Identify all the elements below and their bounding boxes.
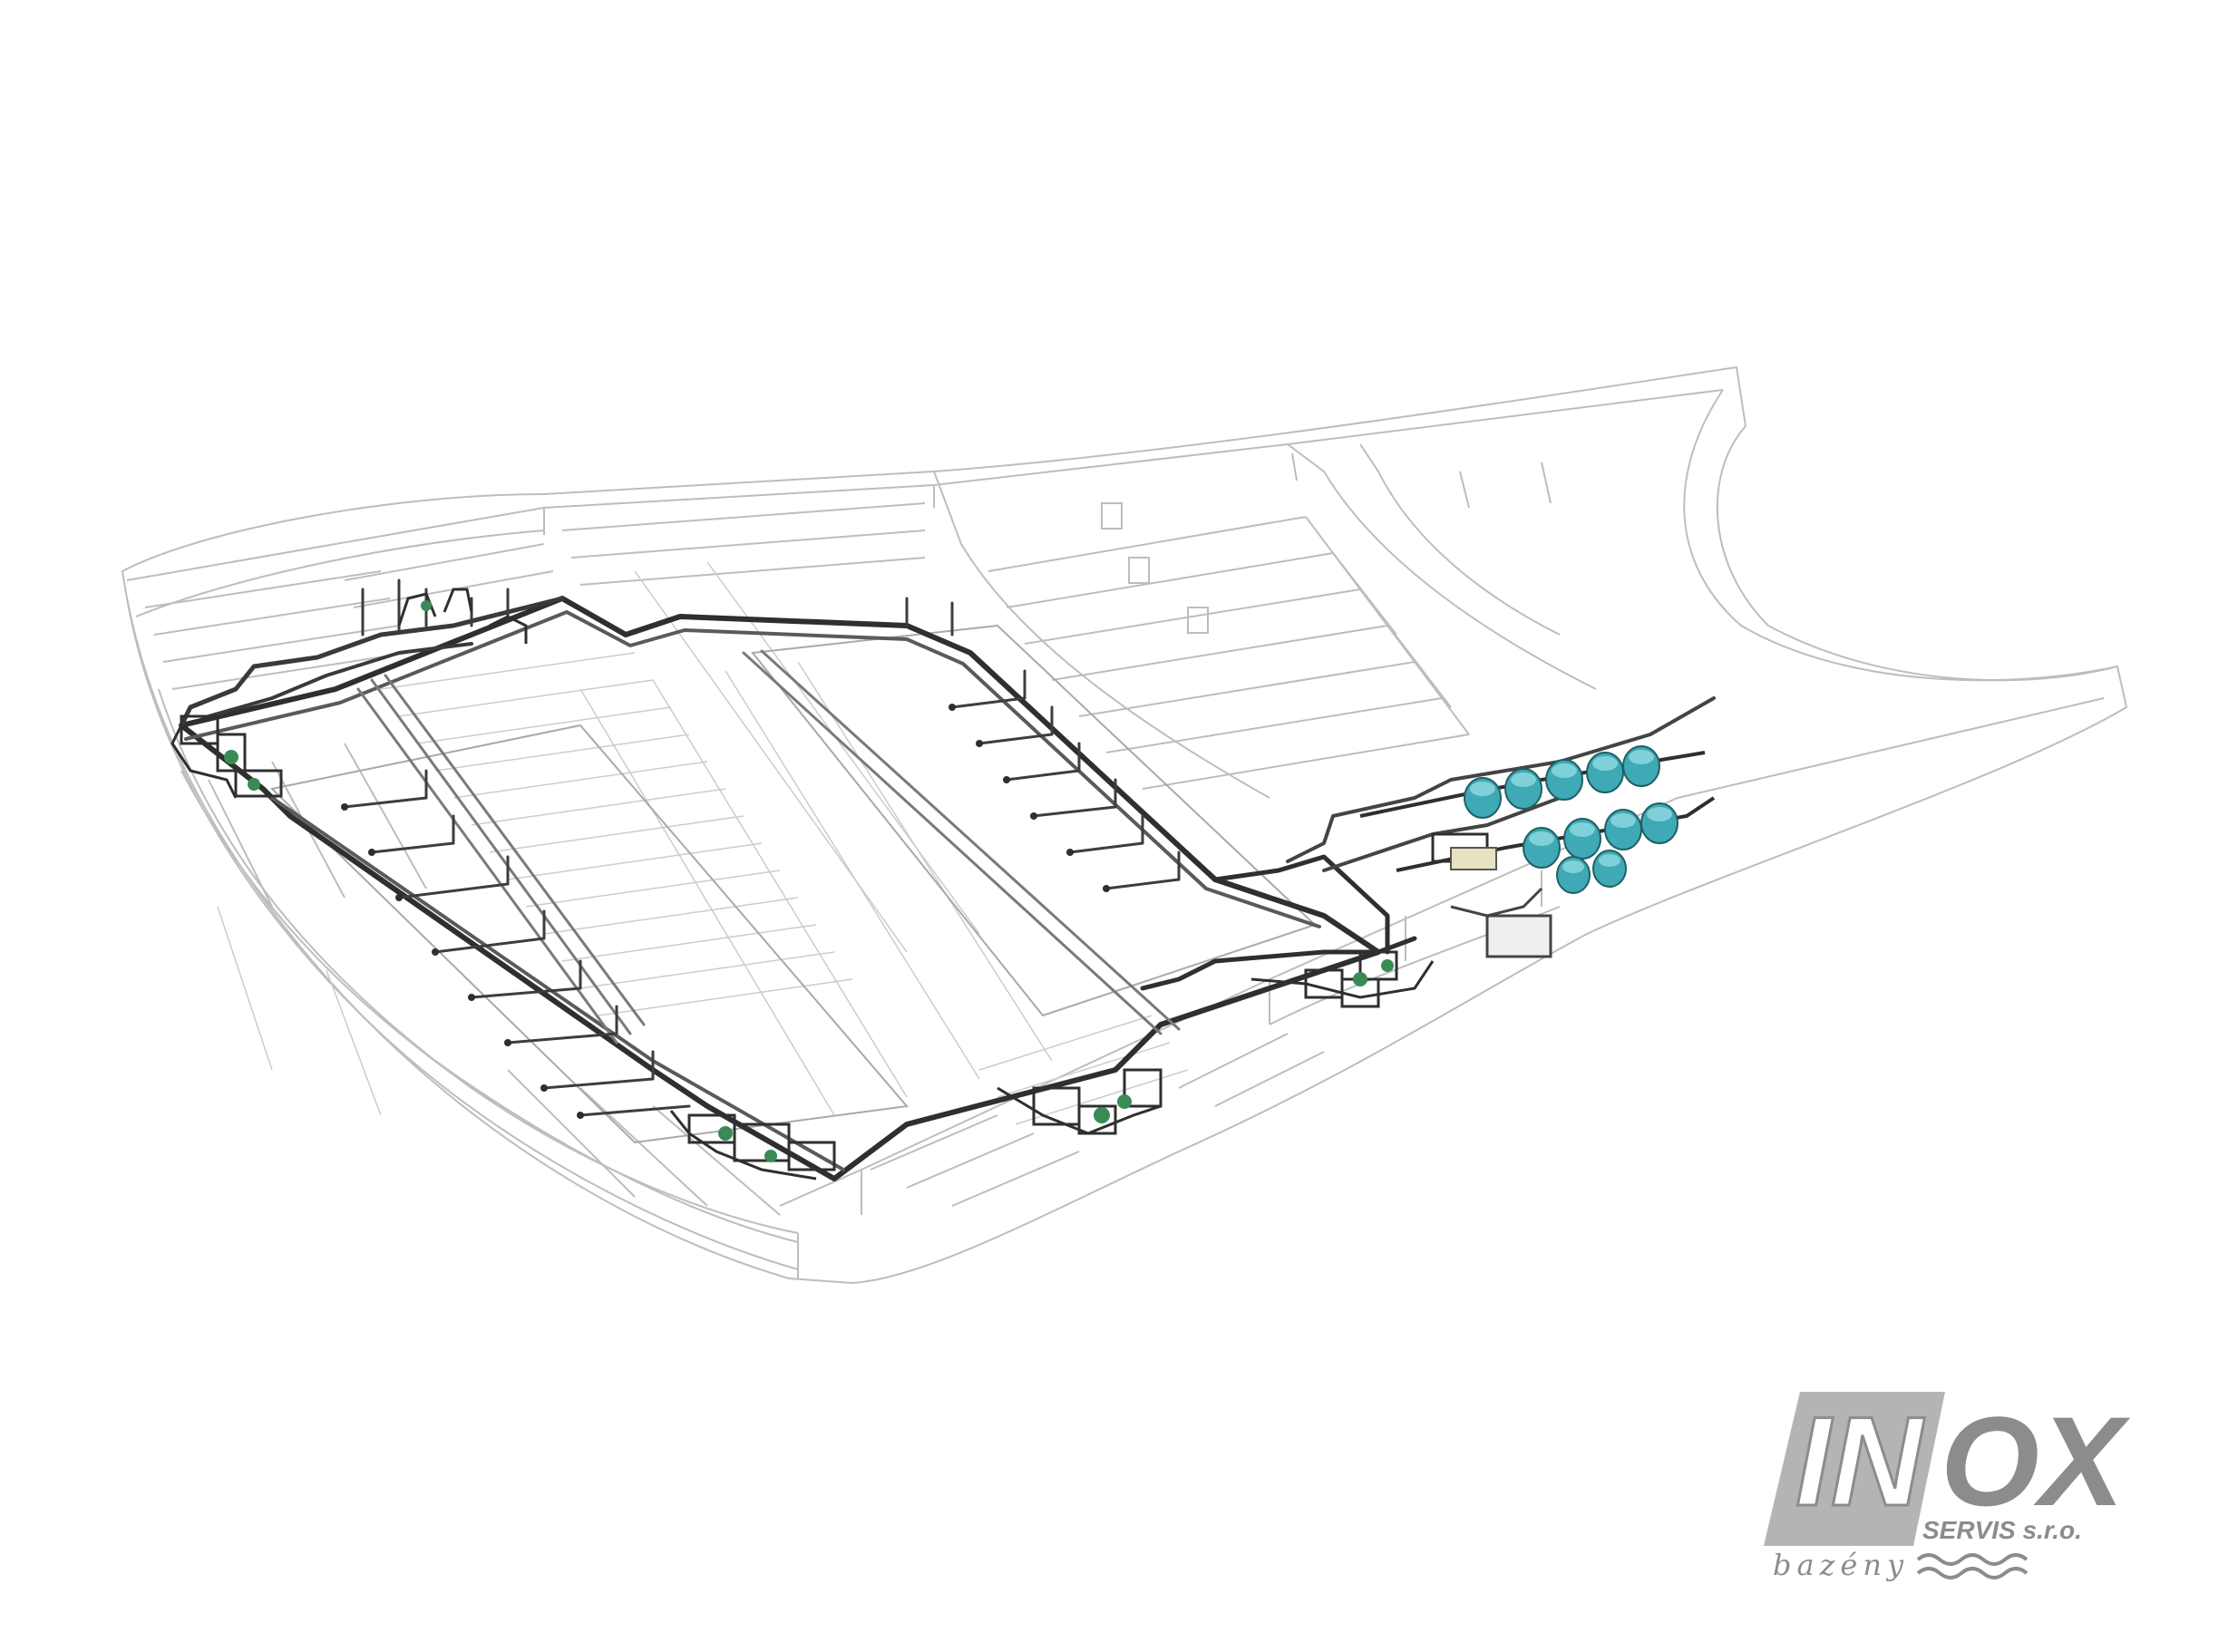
- filter-tank: [1586, 752, 1624, 793]
- filter-tank: [1464, 777, 1502, 819]
- filter-tank: [1640, 802, 1678, 844]
- company-logo: IN OX SERVIS s.r.o. bazény: [1764, 1389, 2131, 1582]
- pump-cluster-top: [397, 588, 528, 644]
- logo-wordmark-in: IN: [1795, 1390, 1925, 1532]
- outer-shell-curve: [121, 365, 2128, 1285]
- pump-cluster-northwest: [170, 714, 283, 799]
- pipe-network: [179, 578, 1716, 1181]
- filter-tank: [1545, 759, 1583, 801]
- filter-tank: [1563, 818, 1601, 860]
- filter-tank: [1556, 856, 1591, 894]
- logo-waves-icon: [1916, 1553, 2029, 1579]
- logo-company-line: SERVIS s.r.o.: [1922, 1516, 2082, 1544]
- filter-tank: [1523, 827, 1561, 869]
- filter-tanks-upper-row: [1464, 745, 1660, 819]
- logo-slanted-plate-icon: [1764, 1392, 1945, 1546]
- pump-cluster-east: [1250, 950, 1435, 1008]
- plant-room: [1359, 745, 1716, 958]
- filter-tank: [1604, 809, 1642, 850]
- filter-tank: [1622, 745, 1660, 787]
- filter-tanks-lower-row: [1523, 802, 1678, 894]
- seating-grid: [217, 561, 1189, 1125]
- logo-tagline: bazény: [1773, 1548, 1909, 1582]
- pump-cluster-south: [669, 1110, 836, 1181]
- filter-tank: [1504, 768, 1542, 810]
- building-outline: [121, 365, 2128, 1285]
- pump-cluster-southeast: [997, 1068, 1163, 1135]
- filter-tank: [1592, 850, 1627, 888]
- logo-wordmark-ox: OX: [1941, 1390, 2131, 1532]
